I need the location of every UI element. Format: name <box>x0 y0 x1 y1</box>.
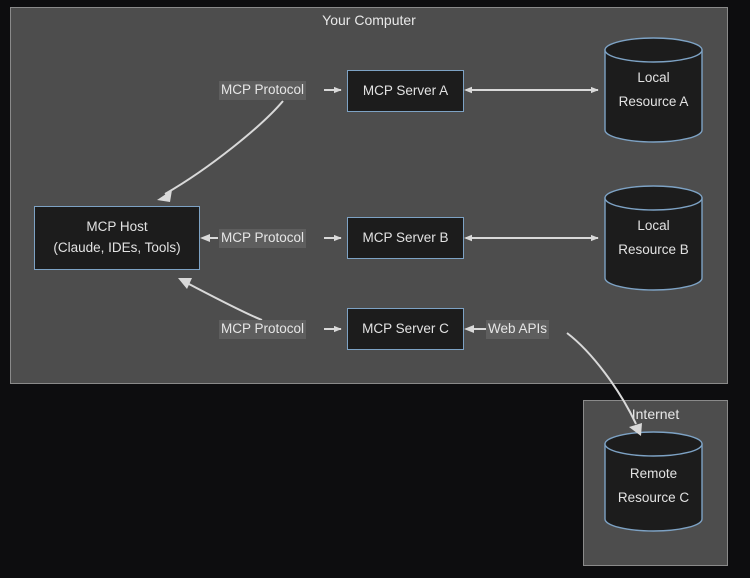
edge-label-protocol-c: MCP Protocol <box>219 320 307 339</box>
edge-label-web-apis: Web APIs <box>486 320 550 339</box>
node-mcp-server-c[interactable]: MCP Server C <box>347 308 464 350</box>
group-internet <box>583 400 728 566</box>
edge-label-protocol-a: MCP Protocol <box>219 81 307 100</box>
group-internet-title: Internet <box>631 406 680 422</box>
group-your-computer-title: Your Computer <box>322 12 416 28</box>
node-mcp-server-c-label: MCP Server C <box>362 320 449 336</box>
node-mcp-host-line2: (Claude, IDEs, Tools) <box>53 240 181 255</box>
node-mcp-server-a-label: MCP Server A <box>362 82 449 98</box>
node-mcp-server-b[interactable]: MCP Server B <box>347 217 464 259</box>
node-mcp-host-line1: MCP Host <box>86 219 148 235</box>
node-mcp-server-a[interactable]: MCP Server A <box>347 70 464 112</box>
node-mcp-host[interactable]: MCP Host (Claude, IDEs, Tools) <box>34 206 200 270</box>
edge-label-protocol-b: MCP Protocol <box>219 229 307 248</box>
node-mcp-server-b-label: MCP Server B <box>362 229 449 245</box>
